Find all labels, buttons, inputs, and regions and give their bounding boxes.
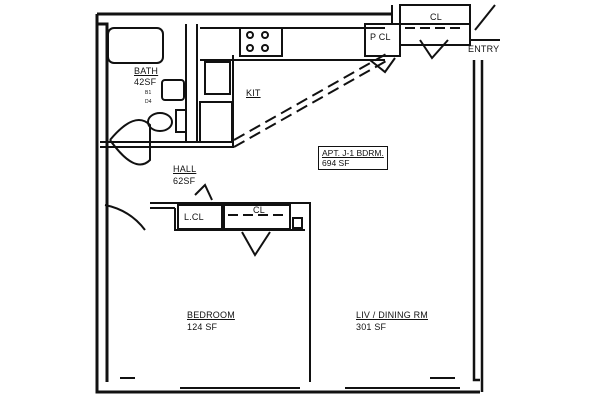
bath-fixture-2: D4 — [145, 99, 152, 105]
entry-closet — [399, 4, 471, 46]
apartment-area: 694 SF — [322, 158, 350, 168]
hall-label: HALL — [173, 164, 197, 174]
entry-label: ENTRY — [468, 44, 500, 54]
pantry-closet-label: P CL — [370, 32, 391, 42]
toilet — [147, 112, 173, 132]
bathtub — [107, 27, 164, 64]
exterior-wall-right — [472, 60, 484, 392]
toilet-tank — [175, 109, 187, 133]
kitchen-label: KIT — [246, 88, 261, 98]
living-area: 301 SF — [356, 322, 387, 332]
entry-wall — [391, 5, 500, 41]
kitchen-counter-dashed — [233, 52, 389, 148]
bath-label: BATH — [134, 66, 159, 76]
bath-fixture-1: B1 — [145, 90, 152, 96]
entry-closet-label: CL — [430, 12, 442, 22]
bedroom-area: 124 SF — [187, 322, 218, 332]
windows — [120, 377, 460, 389]
bath-door-swing — [109, 119, 151, 166]
exterior-wall — [95, 12, 480, 394]
counter — [199, 101, 233, 143]
hall-area: 62SF — [173, 176, 196, 186]
linen-closet-label: L.CL — [184, 212, 204, 222]
apartment-title: APT. J-1 BDRM. — [322, 148, 384, 158]
bath-sink — [161, 79, 185, 101]
entry-door — [474, 4, 496, 31]
kitchen-wall — [196, 24, 234, 148]
bath-area: 42SF — [134, 77, 157, 87]
living-label: LIV / DINING RM — [356, 310, 429, 320]
stove — [239, 27, 283, 57]
hall-door — [104, 183, 213, 231]
bedroom-closet — [223, 204, 291, 230]
linen-closet — [177, 204, 223, 230]
bedroom-closet-label: CL — [253, 205, 265, 215]
apartment-info-box: APT. J-1 BDRM. 694 SF — [318, 146, 388, 170]
kitchen-sink — [204, 61, 231, 95]
bedroom-label: BEDROOM — [187, 310, 235, 320]
